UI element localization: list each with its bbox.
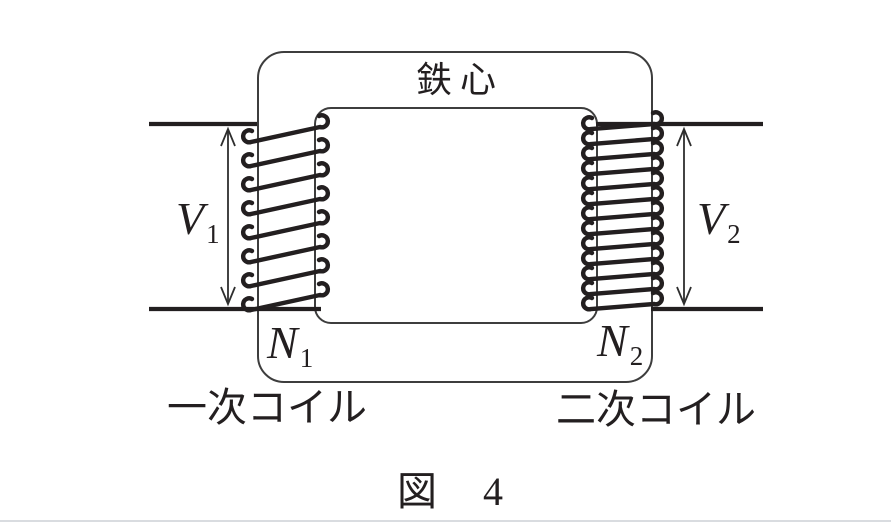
iron-core-label: 鉄心 bbox=[416, 60, 505, 100]
v2-arrow bbox=[676, 126, 692, 307]
v1-label-sub: 1 bbox=[206, 219, 220, 249]
iron-core-inner-outline bbox=[314, 107, 598, 324]
n2-label-base: N bbox=[597, 315, 628, 366]
primary-coil bbox=[240, 113, 331, 313]
v1-arrow bbox=[220, 126, 236, 307]
primary-coil-label: 一次コイル bbox=[167, 385, 367, 430]
v2-label-base: V bbox=[697, 193, 726, 244]
secondary-coil-label: 二次コイル bbox=[556, 387, 756, 432]
v2-arrowhead-down bbox=[676, 286, 692, 307]
n2-label-sub: 2 bbox=[629, 341, 644, 371]
n1-label-base: N bbox=[267, 317, 298, 368]
n1-label-sub: 1 bbox=[299, 343, 314, 373]
v2-label: V2 bbox=[697, 196, 741, 248]
figure-caption-label: 図 bbox=[397, 469, 437, 514]
secondary-coil bbox=[580, 110, 665, 312]
v1-label: V1 bbox=[176, 196, 220, 248]
n2-label: N2 bbox=[597, 318, 643, 370]
bottom-divider bbox=[0, 520, 891, 522]
figure-caption: 図 4 bbox=[397, 472, 503, 512]
v1-arrowhead-up bbox=[220, 126, 236, 147]
v1-arrowhead-down bbox=[220, 286, 236, 307]
v2-arrowhead-up bbox=[676, 126, 692, 147]
v1-label-base: V bbox=[176, 193, 205, 244]
v2-label-sub: 2 bbox=[727, 219, 741, 249]
figure-caption-number: 4 bbox=[483, 469, 503, 514]
n1-label: N1 bbox=[267, 320, 313, 372]
